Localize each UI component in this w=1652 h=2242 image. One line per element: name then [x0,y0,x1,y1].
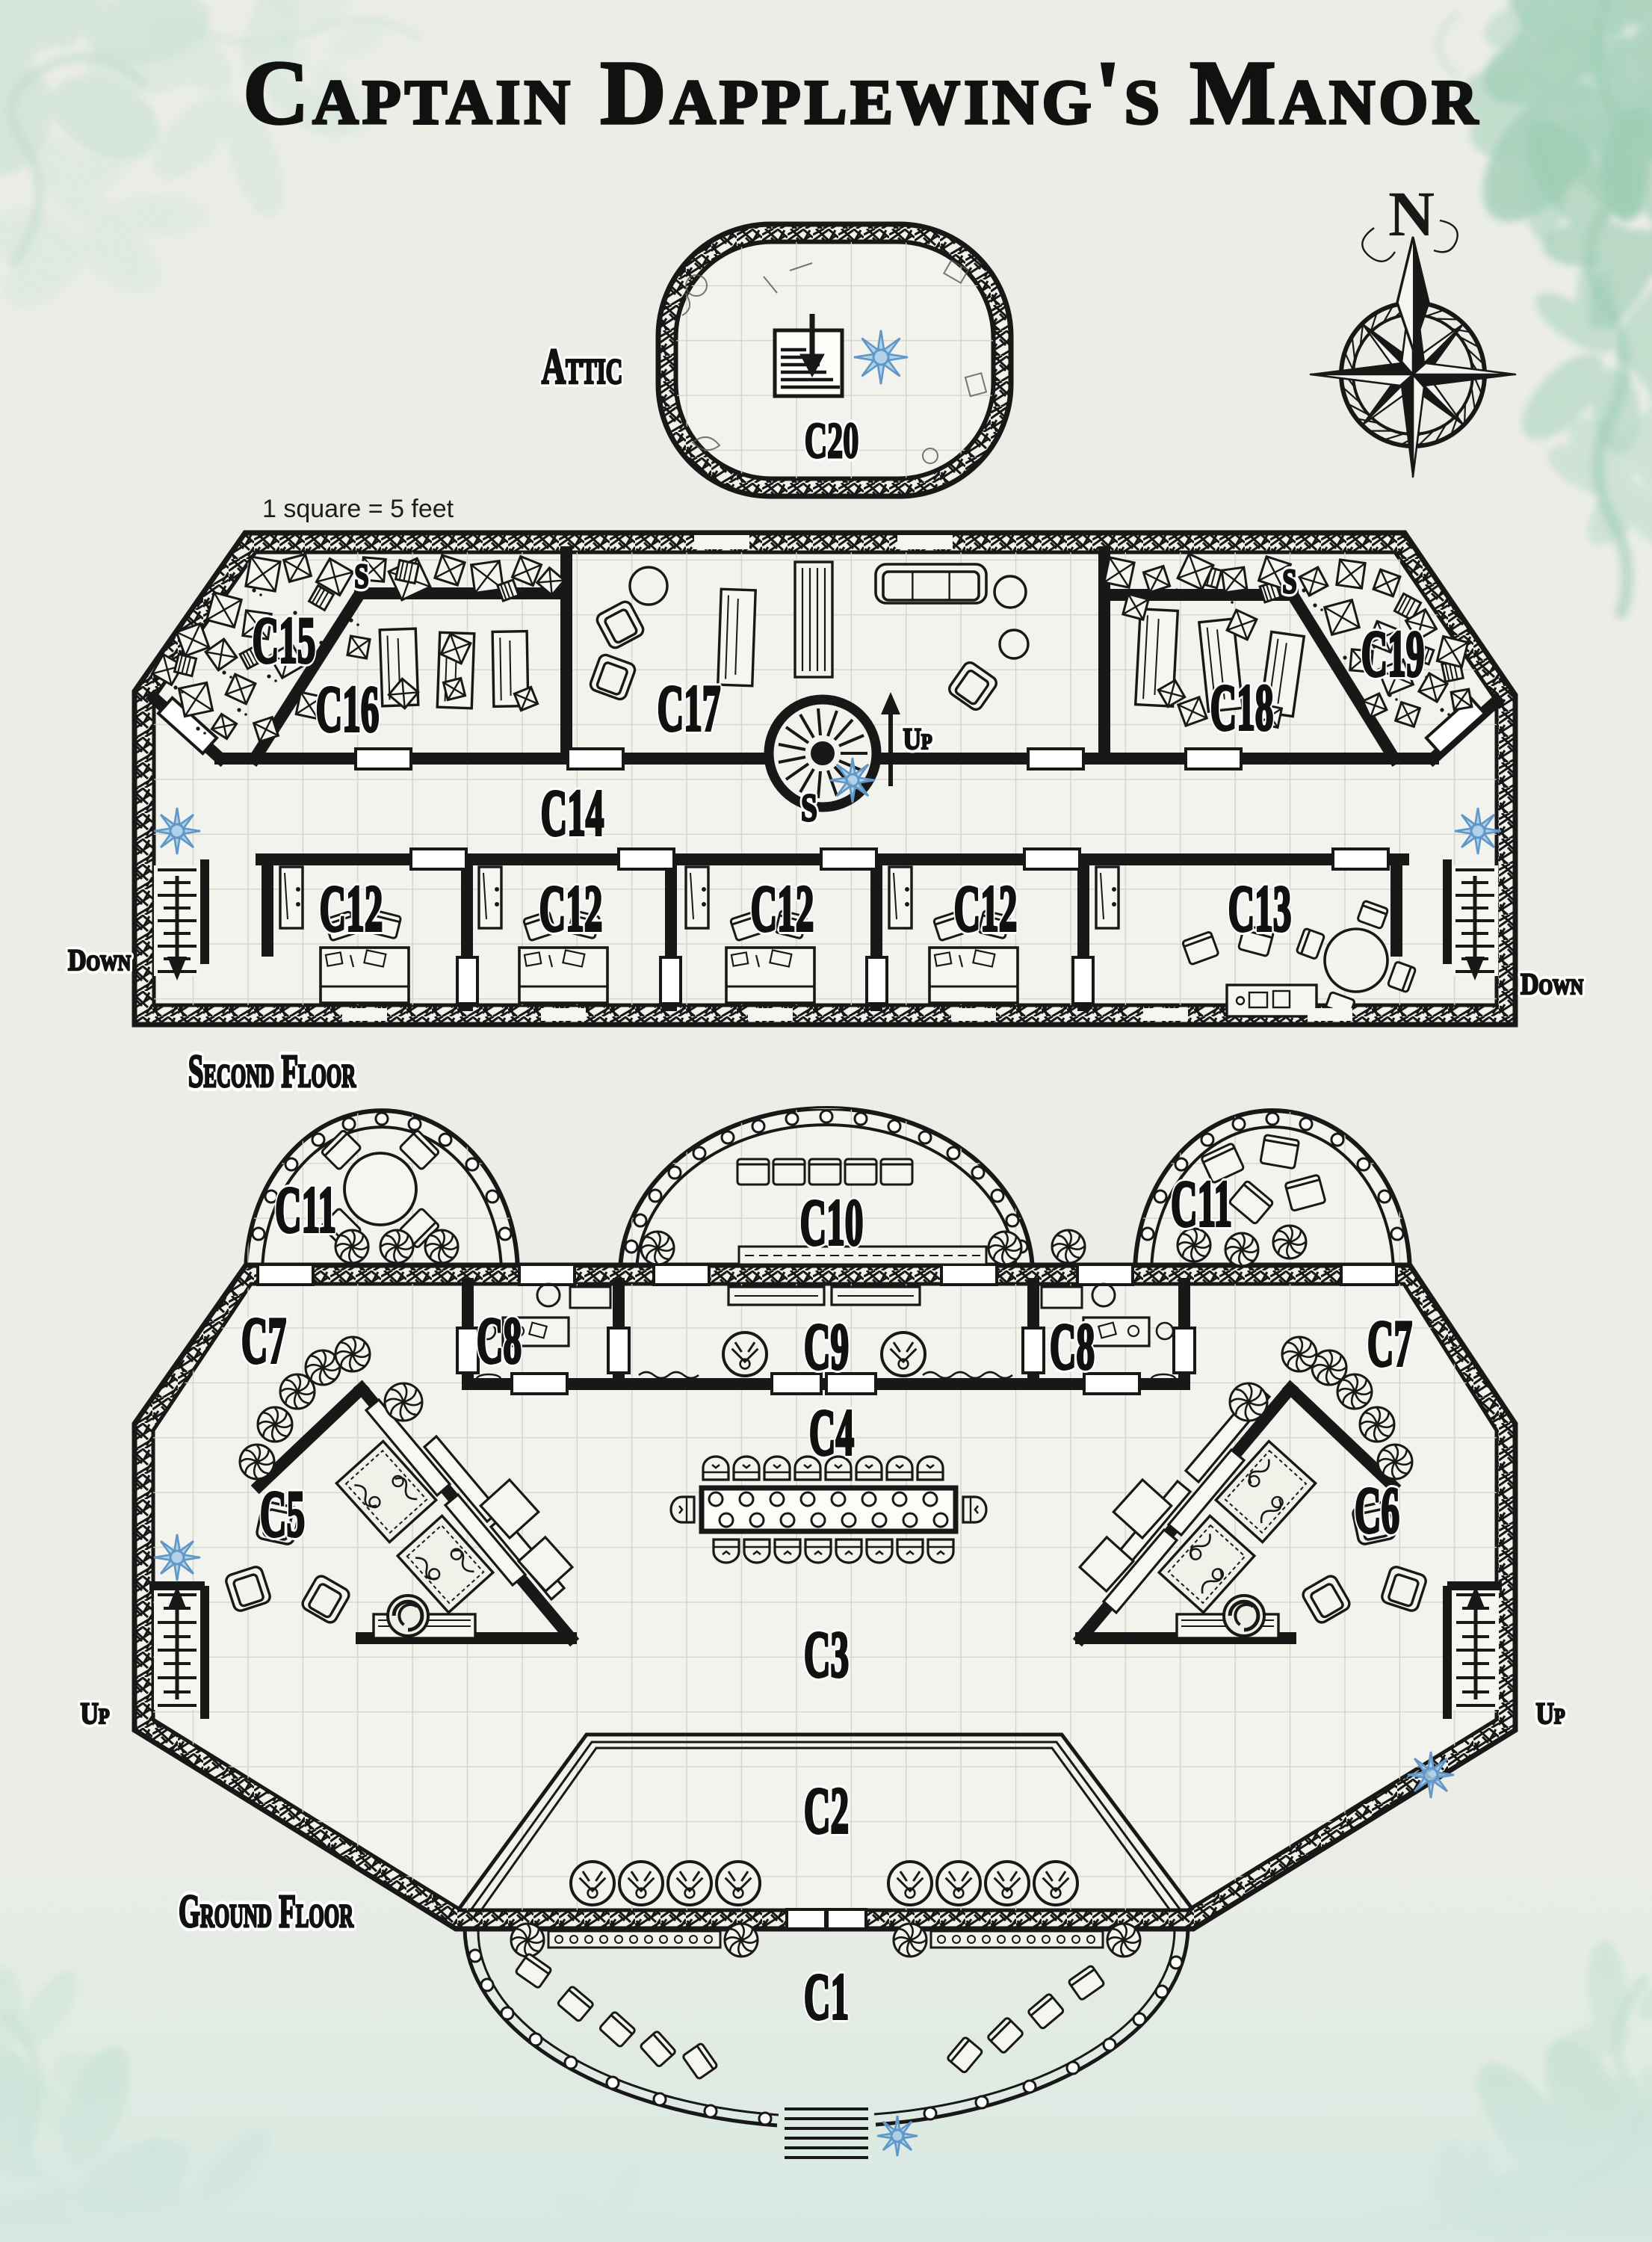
svg-text:Up: Up [1535,1698,1565,1731]
svg-text:C17: C17 [658,672,721,744]
svg-text:C13: C13 [1228,872,1292,945]
svg-text:C10: C10 [800,1186,864,1259]
svg-text:C20: C20 [805,413,859,469]
svg-text:C14: C14 [541,776,604,849]
svg-text:Attic: Attic [542,339,623,395]
svg-text:Ground Floor: Ground Floor [179,1886,354,1937]
svg-text:S: S [1282,562,1296,600]
svg-text:S: S [1282,562,1296,600]
svg-text:C8: C8 [477,1304,522,1377]
svg-text:C11: C11 [1171,1167,1232,1240]
svg-text:Up: Up [80,1698,109,1731]
svg-text:S: S [354,557,368,595]
svg-text:Down: Down [68,945,131,978]
svg-text:C18: C18 [1210,671,1274,744]
svg-text:C12: C12 [539,872,603,945]
svg-text:C4: C4 [809,1396,854,1469]
svg-text:C12: C12 [954,872,1018,945]
svg-text:Up: Up [80,1698,109,1731]
svg-text:Down: Down [1520,969,1583,1001]
svg-text:C8: C8 [477,1304,522,1377]
svg-text:Second Floor: Second Floor [188,1046,356,1097]
svg-text:C8: C8 [1050,1310,1095,1383]
svg-text:C3: C3 [804,1618,849,1690]
svg-text:C7: C7 [1367,1307,1412,1380]
svg-text:C15: C15 [253,604,316,676]
svg-text:C17: C17 [658,672,721,744]
svg-text:C12: C12 [320,872,383,945]
svg-text:Down: Down [1520,969,1583,1001]
svg-text:C11: C11 [1171,1167,1232,1240]
svg-text:1 square = 5 feet: 1 square = 5 feet [262,495,454,523]
svg-text:C2: C2 [804,1774,849,1847]
svg-text:C4: C4 [809,1396,854,1469]
svg-text:C12: C12 [751,872,814,945]
svg-text:C7: C7 [241,1304,286,1377]
svg-text:C5: C5 [260,1477,305,1550]
svg-text:C7: C7 [241,1304,286,1377]
svg-text:C6: C6 [1355,1474,1399,1546]
svg-text:C19: C19 [1361,617,1425,690]
svg-text:C2: C2 [804,1774,849,1847]
svg-text:C1: C1 [804,1960,849,2033]
svg-text:C11: C11 [275,1173,336,1246]
svg-text:C3: C3 [804,1618,849,1690]
svg-text:C11: C11 [275,1173,336,1246]
svg-text:C19: C19 [1361,617,1425,690]
svg-text:C6: C6 [1355,1474,1399,1546]
svg-text:Up: Up [1535,1698,1565,1731]
svg-text:Up: Up [903,723,932,756]
svg-text:Ground Floor: Ground Floor [179,1886,354,1937]
svg-text:Up: Up [903,723,932,756]
svg-text:C8: C8 [1050,1310,1095,1383]
svg-text:C10: C10 [800,1186,864,1259]
svg-text:C9: C9 [804,1310,849,1383]
svg-text:Attic: Attic [542,339,623,395]
svg-text:S: S [801,786,817,830]
svg-text:C15: C15 [253,604,316,676]
svg-text:C20: C20 [805,413,859,469]
svg-text:C12: C12 [751,872,814,945]
svg-text:C12: C12 [954,872,1018,945]
svg-text:Captain Dapplewing's Manor: Captain Dapplewing's Manor [243,43,1482,143]
svg-text:Down: Down [68,945,131,978]
svg-text:C5: C5 [260,1477,305,1550]
svg-text:C18: C18 [1210,671,1274,744]
svg-text:C7: C7 [1367,1307,1412,1380]
svg-text:C13: C13 [1228,872,1292,945]
svg-text:C16: C16 [316,673,380,745]
svg-text:C1: C1 [804,1960,849,2033]
svg-text:S: S [354,557,368,595]
svg-text:N: N [1388,178,1435,250]
svg-text:C16: C16 [316,673,380,745]
svg-text:C9: C9 [804,1310,849,1383]
svg-text:S: S [801,786,817,830]
svg-text:C12: C12 [539,872,603,945]
svg-text:Captain Dapplewing's Manor: Captain Dapplewing's Manor [243,43,1482,143]
svg-text:Second Floor: Second Floor [188,1046,356,1097]
svg-text:C14: C14 [541,776,604,849]
svg-text:C12: C12 [320,872,383,945]
